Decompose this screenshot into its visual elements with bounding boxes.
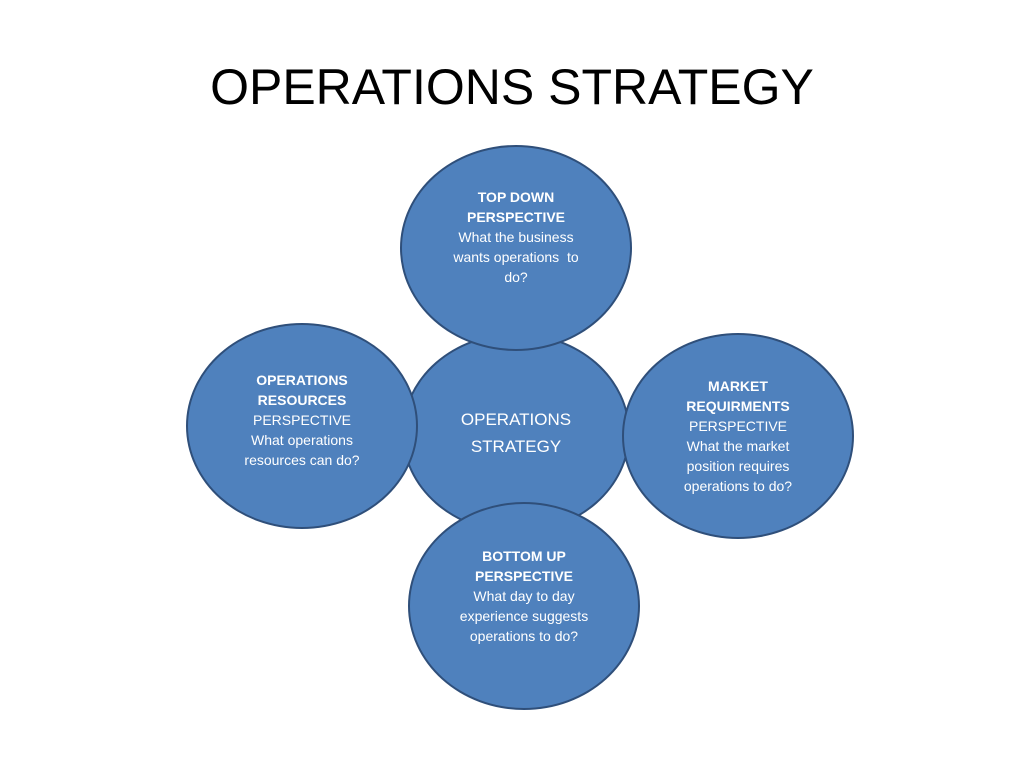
bottom-heading-line-2: PERSPECTIVE — [474, 568, 574, 584]
right-heading-line-2: REQUIRMENTS — [686, 398, 790, 414]
left-body-line-2: What operations — [251, 432, 353, 448]
top-heading-line-1: TOP DOWN — [477, 189, 555, 205]
top-body-line-1: What the business — [458, 229, 574, 245]
bottom-body-line-1: What day to day — [473, 588, 575, 604]
center-bubble-operations-strategy: OPERATIONS STRATEGY — [402, 333, 630, 533]
left-body-line-3: resources can do? — [244, 452, 360, 468]
right-body-line-3: position requires — [686, 458, 790, 474]
center-label-line-1: OPERATIONS — [460, 410, 572, 429]
right-body-line-2: What the market — [686, 438, 790, 454]
left-heading-line-2: RESOURCES — [257, 392, 347, 408]
left-body-line-1: PERSPECTIVE — [252, 412, 352, 428]
bottom-heading-line-1: BOTTOM UP — [482, 548, 566, 564]
bottom-body-line-2: experience suggests — [459, 608, 589, 624]
top-down-perspective-bubble: TOP DOWN PERSPECTIVE What the business w… — [400, 145, 632, 351]
right-body-line-4: operations to do? — [683, 478, 793, 494]
bottom-up-perspective-bubble: BOTTOM UP PERSPECTIVE What day to day ex… — [408, 502, 640, 710]
top-body-line-2: wants operations to — [453, 249, 579, 265]
top-heading-line-2: PERSPECTIVE — [466, 209, 566, 225]
market-requirements-perspective-bubble: MARKET REQUIRMENTS PERSPECTIVE What the … — [622, 333, 854, 539]
slide-title: OPERATIONS STRATEGY — [210, 59, 814, 115]
right-body-line-1: PERSPECTIVE — [688, 418, 788, 434]
center-label-line-2: STRATEGY — [470, 437, 562, 456]
left-heading-line-1: OPERATIONS — [256, 372, 348, 388]
right-heading-line-1: MARKET — [708, 378, 768, 394]
bottom-body-line-3: operations to do? — [469, 628, 579, 644]
top-body-line-3: do? — [504, 269, 528, 285]
operations-resources-perspective-bubble: OPERATIONS RESOURCES PERSPECTIVE What op… — [186, 323, 418, 529]
